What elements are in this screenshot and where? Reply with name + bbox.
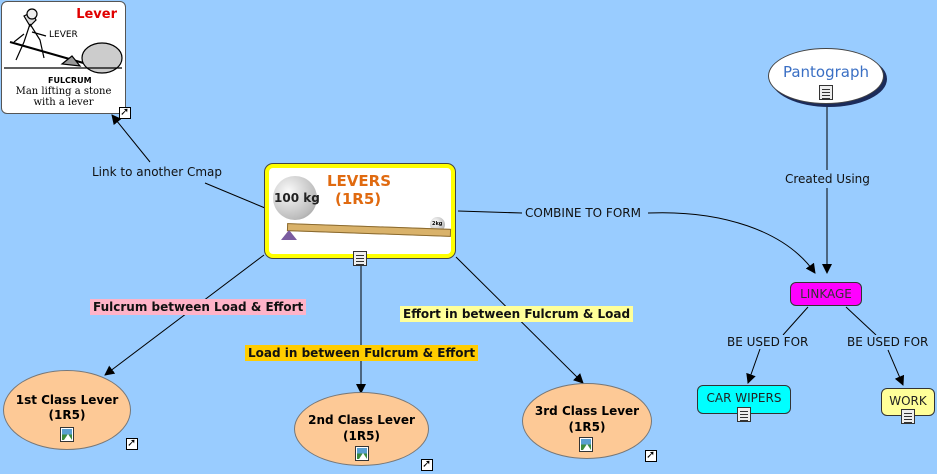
edge-label-fulcrum-between: Fulcrum between Load & Effort xyxy=(90,299,307,315)
lever-image-node[interactable]: Lever LEVER FULCRUM Man lifting a stone … xyxy=(1,1,126,114)
document-icon[interactable] xyxy=(901,409,915,424)
image-icon[interactable] xyxy=(579,437,593,452)
lever-image-title: Lever xyxy=(76,7,117,22)
lever-image-caption-2: with a lever xyxy=(33,97,94,108)
lever-image-label-fulcrum: FULCRUM xyxy=(48,76,92,85)
second-class-lever-title: 2nd Class Lever xyxy=(308,413,415,427)
document-icon[interactable] xyxy=(353,251,367,266)
linkage-node[interactable]: LINKAGE xyxy=(790,282,862,306)
lever-image-label-lever: LEVER xyxy=(49,30,78,40)
work-label: WORK xyxy=(889,394,927,408)
edge-label-load-between: Load in between Fulcrum & Effort xyxy=(245,345,479,361)
image-icon[interactable] xyxy=(355,446,369,461)
edge-main-to-class1 xyxy=(104,254,265,376)
small-weight-label: 2kg xyxy=(432,221,443,227)
lever-plank xyxy=(286,223,452,237)
link-icon[interactable] xyxy=(126,436,138,450)
first-class-lever-title: 1st Class Lever xyxy=(15,393,119,407)
edge-linkage-to-work-a xyxy=(845,306,877,336)
link-icon[interactable] xyxy=(421,457,433,471)
document-icon[interactable] xyxy=(819,85,833,100)
lever-image-caption-1: Man lifting a stone xyxy=(15,86,112,97)
fulcrum-shape xyxy=(281,230,297,240)
edge-label-combine: COMBINE TO FORM xyxy=(523,206,643,220)
first-class-lever-code: (1R5) xyxy=(48,408,86,422)
link-icon[interactable] xyxy=(119,105,131,119)
edge-linkage-to-wipers-b xyxy=(746,348,761,384)
edge-label-be-used-for-2: BE USED FOR xyxy=(845,335,931,349)
third-class-lever-title: 3rd Class Lever xyxy=(534,404,640,418)
big-weight-label: 100 kg xyxy=(274,191,320,205)
third-class-lever-code: (1R5) xyxy=(568,420,606,434)
levers-title: LEVERS xyxy=(327,172,392,190)
link-icon[interactable] xyxy=(645,448,657,462)
edge-linkage-to-work-b xyxy=(887,349,905,386)
edge-main-to-lever-image-a xyxy=(204,182,266,209)
levers-main-node[interactable]: 100 kg LEVERS (1R5) 2kg xyxy=(265,164,455,258)
edge-main-to-linkage xyxy=(457,210,815,273)
levers-code: (1R5) xyxy=(335,190,382,208)
edge-label-be-used-for-1: BE USED FOR xyxy=(725,335,811,349)
edge-main-to-lever-image-b xyxy=(111,114,151,163)
image-icon[interactable] xyxy=(60,427,74,442)
edge-label-created-using: Created Using xyxy=(783,172,872,186)
car-wipers-label: CAR WIPERS xyxy=(706,391,782,405)
document-icon[interactable] xyxy=(737,407,751,422)
second-class-lever-code: (1R5) xyxy=(343,429,380,443)
edge-linkage-to-wipers-a xyxy=(782,306,809,336)
pantograph-label: Pantograph xyxy=(782,63,870,81)
big-weight-ball xyxy=(273,176,317,220)
edge-label-link-another: Link to another Cmap xyxy=(90,165,225,179)
edge-label-effort-between: Effort in between Fulcrum & Load xyxy=(400,306,634,322)
lever-illustration xyxy=(4,8,123,74)
